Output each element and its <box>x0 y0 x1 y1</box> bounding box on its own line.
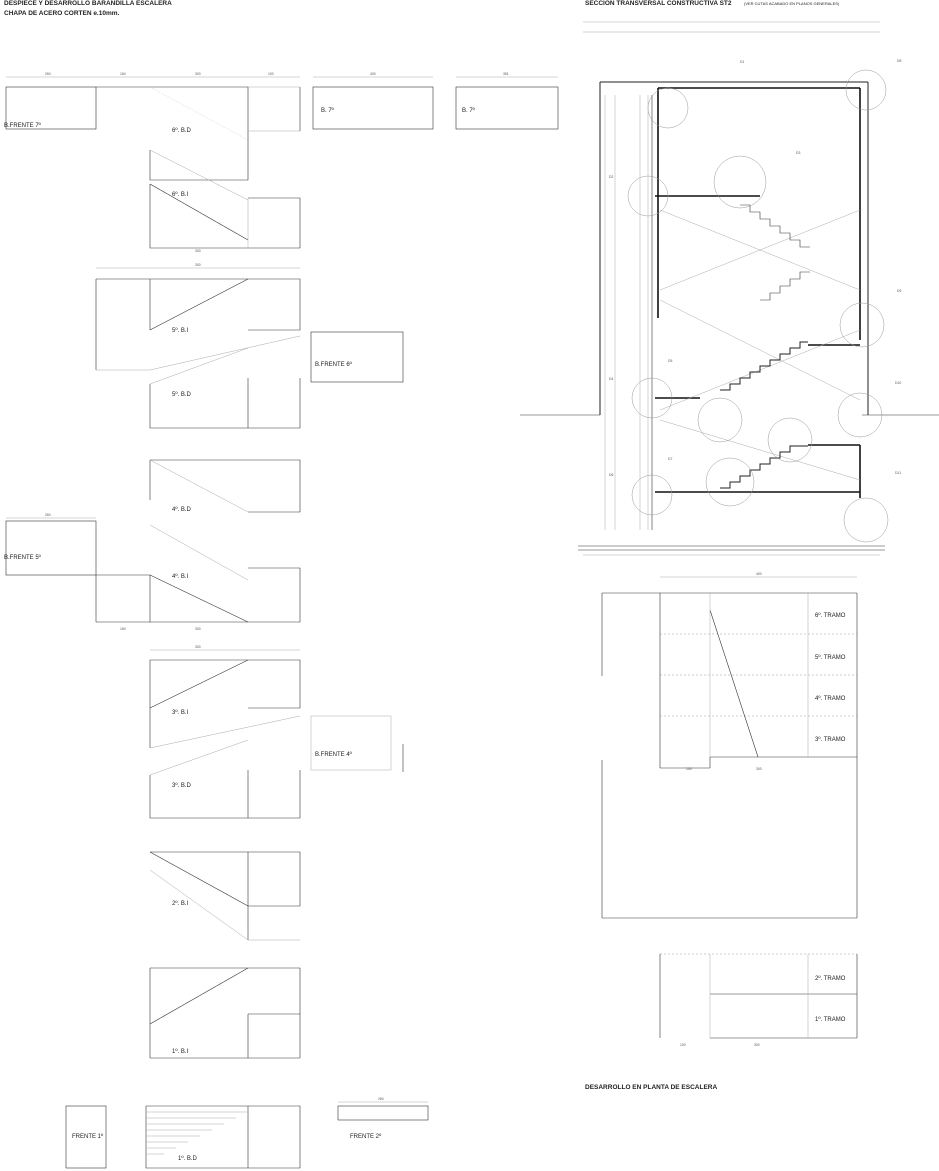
plan-title: DESARROLLO EN PLANTA DE ESCALERA <box>585 1084 717 1091</box>
svg-text:6º. B.I: 6º. B.I <box>172 191 189 198</box>
svg-text:4º. TRAMO: 4º. TRAMO <box>815 695 846 702</box>
svg-text:B. 7º: B. 7º <box>462 107 476 114</box>
svg-text:B.FRENTE 7º: B.FRENTE 7º <box>4 122 42 129</box>
svg-text:351: 351 <box>503 72 509 76</box>
section-title: SECCION TRANSVERSAL CONSTRUCTIVA ST2 <box>585 0 732 7</box>
piece-3-bi: 300 3º. B.I <box>149 645 301 749</box>
svg-text:4º. B.I: 4º. B.I <box>172 573 189 580</box>
piece-b-frente-7: 260 B.FRENTE 7º <box>4 72 97 130</box>
svg-text:300: 300 <box>195 249 201 253</box>
piece-frente-2: 260 FRENTE 2º <box>337 1097 429 1140</box>
piece-b7-b: 351 B. 7º <box>455 72 559 130</box>
svg-text:1º. B.I: 1º. B.I <box>172 1048 189 1055</box>
piece-4-bd: 4º. B.D <box>149 459 301 581</box>
svg-text:400: 400 <box>756 572 762 576</box>
svg-text:260: 260 <box>45 72 51 76</box>
svg-text:D4: D4 <box>609 377 613 381</box>
left-sheet-title: DESPIECE Y DESARROLLO BARANDILLA ESCALER… <box>4 0 172 7</box>
piece-5-bi: 300 5º. B.I <box>95 263 301 371</box>
svg-text:160: 160 <box>120 72 126 76</box>
svg-text:2º. B.I: 2º. B.I <box>172 900 189 907</box>
svg-text:3º. TRAMO: 3º. TRAMO <box>815 736 846 743</box>
piece-2-bi: 2º. B.I <box>149 851 301 941</box>
svg-text:6º. TRAMO: 6º. TRAMO <box>815 612 846 619</box>
svg-text:100: 100 <box>268 72 274 76</box>
piece-6-bi: 6º. B.I 300 <box>149 183 301 253</box>
piece-b-frente-6: B.FRENTE 6º <box>310 331 404 383</box>
piece-frente-1: FRENTE 1º <box>65 1105 107 1169</box>
svg-text:160: 160 <box>120 627 126 631</box>
svg-text:260: 260 <box>378 1097 384 1101</box>
plan-upper: 400 6º. TRAMO 5º. TRAMO 4º. TRAMO 3º. TR… <box>601 572 858 919</box>
piece-b-frente-4: B.FRENTE 4º <box>310 715 404 772</box>
svg-text:2º. TRAMO: 2º. TRAMO <box>815 975 846 982</box>
svg-text:D6: D6 <box>609 473 613 477</box>
svg-text:B. 7º: B. 7º <box>321 107 335 114</box>
piece-6-bd: 160 300 100 6º. B.D <box>96 72 301 201</box>
section-drawing: D1 D2 D3 D4 D5 D6 D7 D8 D9 D10 D11 <box>520 21 939 556</box>
svg-text:300: 300 <box>195 72 201 76</box>
piece-5-bd: 5º. B.D <box>149 347 301 429</box>
svg-text:5º. TRAMO: 5º. TRAMO <box>815 654 846 661</box>
svg-text:3º. B.I: 3º. B.I <box>172 709 189 716</box>
svg-text:D8: D8 <box>897 59 901 63</box>
svg-text:FRENTE 1º: FRENTE 1º <box>72 1133 104 1140</box>
svg-text:B.FRENTE 6º: B.FRENTE 6º <box>315 361 353 368</box>
svg-text:5º. B.D: 5º. B.D <box>172 391 192 398</box>
svg-text:1º. TRAMO: 1º. TRAMO <box>815 1016 846 1023</box>
svg-text:300: 300 <box>195 263 201 267</box>
svg-text:D9: D9 <box>897 289 901 293</box>
piece-1-bi: 1º. B.I <box>149 967 301 1059</box>
svg-text:300: 300 <box>756 767 762 771</box>
svg-text:D3: D3 <box>796 151 800 155</box>
svg-text:D2: D2 <box>609 175 613 179</box>
plan-lower: 2º. TRAMO 1º. TRAMO 100 300 <box>659 953 858 1047</box>
svg-text:260: 260 <box>45 513 51 517</box>
svg-text:D7: D7 <box>668 457 672 461</box>
svg-text:D11: D11 <box>895 471 901 475</box>
svg-text:D10: D10 <box>895 381 901 385</box>
svg-text:B.FRENTE 4º: B.FRENTE 4º <box>315 751 353 758</box>
svg-text:D1: D1 <box>740 60 744 64</box>
section-note: (VER CUTAS ACABADO EN PLANOS GENERALES) <box>744 1 840 6</box>
svg-text:300: 300 <box>195 627 201 631</box>
svg-text:400: 400 <box>370 72 376 76</box>
svg-text:3º. B.D: 3º. B.D <box>172 782 192 789</box>
svg-text:5º. B.I: 5º. B.I <box>172 327 189 334</box>
svg-text:300: 300 <box>754 1043 760 1047</box>
piece-b-frente-5: 260 B.FRENTE 5º <box>4 513 97 576</box>
piece-b7-a: 400 B. 7º <box>312 72 434 130</box>
svg-text:B.FRENTE 5º: B.FRENTE 5º <box>4 554 42 561</box>
piece-1-bd: 1º. B.D <box>145 1105 301 1169</box>
svg-text:FRENTE 2º: FRENTE 2º <box>350 1133 382 1140</box>
svg-text:6º. B.D: 6º. B.D <box>172 127 192 134</box>
svg-text:100: 100 <box>686 767 692 771</box>
left-sheet-subtitle: CHAPA DE ACERO CORTEN e.10mm. <box>4 10 120 17</box>
svg-text:100: 100 <box>680 1043 686 1047</box>
piece-3-bd: 3º. B.D <box>149 739 301 819</box>
svg-text:1º. B.D: 1º. B.D <box>178 1155 198 1162</box>
svg-text:300: 300 <box>195 645 201 649</box>
svg-text:4º. B.D: 4º. B.D <box>172 506 192 513</box>
svg-text:D5: D5 <box>668 359 672 363</box>
piece-4-bi: 4º. B.I 160 300 <box>95 567 301 631</box>
